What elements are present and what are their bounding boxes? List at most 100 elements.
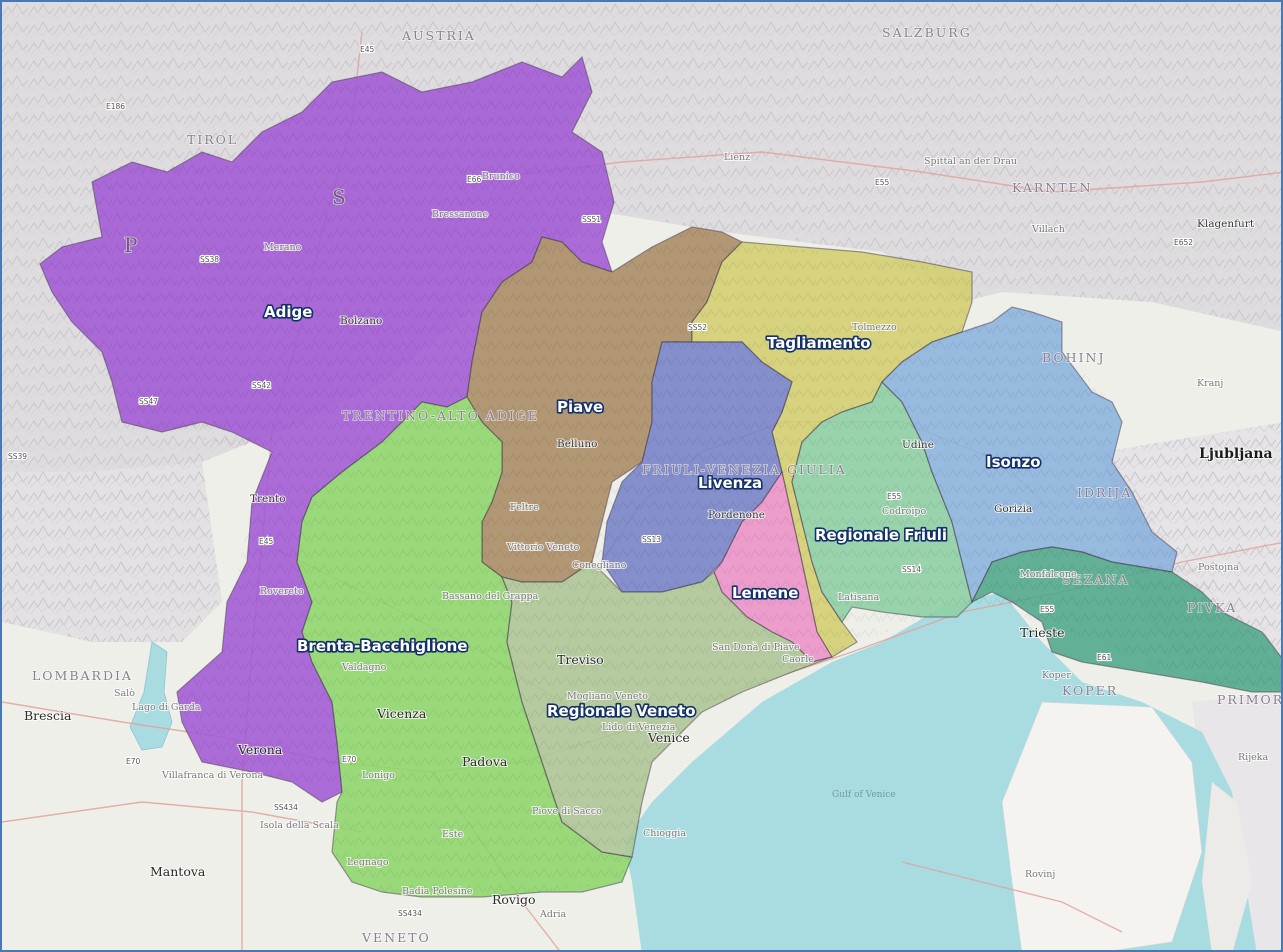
svg-text:E55: E55	[887, 492, 902, 501]
label-villafranca: Villafranca di Verona	[161, 770, 263, 781]
road-badges: E45 E66 SS51 SS38 SS42 SS47 SS52 SS13 SS…	[7, 44, 1194, 919]
label-rovereto: Rovereto	[260, 586, 304, 597]
label-monfalcone: Monfalcone	[1020, 569, 1077, 580]
label-rovinj: Rovinj	[1025, 869, 1055, 880]
label-pivka: PIVKA	[1187, 600, 1237, 615]
label-friuli-vg: FRIULI-VENEZIA GIULIA	[642, 462, 847, 477]
svg-text:SS434: SS434	[274, 803, 298, 812]
label-belluno: Belluno	[557, 438, 598, 450]
svg-text:SS42: SS42	[252, 381, 271, 390]
label-san-dona: San Donà di Piave	[712, 642, 800, 653]
label-rijeka: Rijeka	[1238, 752, 1269, 763]
label-ljubljana: Ljubljana	[1199, 446, 1273, 462]
label-brescia: Brescia	[24, 708, 72, 723]
label-merano: Merano	[264, 242, 302, 253]
label-austria: AUSTRIA	[401, 28, 476, 43]
svg-text:SS434: SS434	[398, 909, 422, 918]
label-piove: Piove di Sacco	[532, 806, 602, 817]
basin-label-lemene: Lemene	[732, 584, 798, 602]
label-koper: Koper	[1042, 670, 1071, 681]
label-conegliano: Conegliano	[572, 560, 627, 571]
label-trentino: TRENTINO-ALTO ADIGE	[342, 408, 539, 423]
label-padova: Padova	[462, 754, 508, 769]
label-mantova: Mantova	[150, 864, 206, 879]
label-chioggia: Chioggia	[643, 828, 686, 839]
svg-text:SS51: SS51	[582, 215, 601, 224]
label-rovigo: Rovigo	[492, 892, 536, 907]
label-udine: Udine	[902, 439, 934, 451]
label-gulf-venice: Gulf of Venice	[832, 790, 896, 800]
label-vittorio: Vittorio Veneto	[506, 542, 580, 553]
label-pordenone: Pordenone	[708, 509, 765, 521]
label-lido: Lido di Venezia	[602, 722, 676, 733]
label-mogliano: Mogliano Veneto	[567, 691, 648, 702]
svg-text:E70: E70	[342, 755, 357, 764]
label-badia: Badia Polesine	[402, 886, 473, 897]
basin-label-regionale-veneto: Regionale Veneto	[547, 702, 696, 720]
label-adria: Adria	[539, 909, 567, 920]
svg-text:SS39: SS39	[8, 452, 27, 461]
label-gorizia: Gorizia	[994, 503, 1032, 515]
label-codroipo: Codroipo	[882, 506, 926, 517]
svg-text:E45: E45	[259, 537, 274, 546]
label-trento: Trento	[250, 493, 286, 505]
svg-text:E70: E70	[126, 757, 141, 766]
svg-text:E55: E55	[1040, 605, 1055, 614]
svg-text:SS38: SS38	[200, 255, 219, 264]
svg-text:E55: E55	[875, 178, 890, 187]
label-karnten: KARNTEN	[1012, 180, 1093, 195]
label-lonigo: Lonigo	[362, 770, 395, 781]
label-bressanone: Bressanone	[432, 209, 489, 220]
label-postojna: Postojna	[1198, 562, 1239, 573]
svg-text:E66: E66	[467, 175, 482, 184]
basin-label-brenta-bacchiglione: Brenta-Bacchiglione	[297, 637, 468, 655]
label-venice: Venice	[647, 730, 690, 745]
label-letter-s: S	[332, 185, 347, 209]
basin-labels: Adige Piave Tagliamento Livenza Isonzo R…	[262, 301, 1042, 721]
label-vicenza: Vicenza	[376, 706, 427, 721]
basin-label-tagliamento: Tagliamento	[767, 334, 871, 352]
label-bassano: Bassano del Grappa	[442, 591, 539, 602]
lake-garda	[129, 641, 173, 751]
label-bohinj: BOHINJ	[1042, 350, 1105, 365]
label-tirol: TIROL	[187, 132, 238, 147]
svg-text:E652: E652	[1174, 238, 1193, 247]
label-idrija: IDRIJA	[1077, 485, 1132, 500]
basin-label-regionale-friuli: Regionale Friuli	[815, 526, 947, 544]
label-klagenfurt: Klagenfurt	[1197, 218, 1255, 230]
label-spittal: Spittal an der Drau	[924, 156, 1017, 167]
label-trieste: Trieste	[1020, 625, 1065, 640]
label-isola: Isola della Scala	[260, 820, 339, 831]
label-veneto: VENETO	[361, 930, 431, 945]
svg-text:SS52: SS52	[688, 323, 707, 332]
label-treviso: Treviso	[557, 652, 604, 667]
basin-label-piave: Piave	[557, 398, 603, 416]
label-caorle: Caorle	[782, 654, 814, 665]
label-feltre: Feltre	[510, 502, 539, 513]
label-brunico: Brunico	[482, 171, 520, 182]
label-bolzano: Bolzano	[340, 315, 382, 327]
label-lienz: Lienz	[724, 152, 750, 163]
label-tolmezzo: Tolmezzo	[852, 322, 897, 333]
svg-text:E45: E45	[360, 45, 375, 54]
svg-text:SS13: SS13	[642, 535, 661, 544]
svg-text:E186: E186	[106, 102, 125, 111]
label-primorsko: PRIMORSKO-GORANSKA ŽUPANIJA	[1217, 692, 1283, 707]
place-labels: Klagenfurt Villach Spittal an der Drau L…	[23, 151, 1274, 921]
svg-text:SS47: SS47	[139, 397, 158, 406]
basin-label-adige: Adige	[264, 303, 312, 321]
label-lombardia: LOMBARDIA	[32, 668, 133, 683]
label-lago-garda: Lago di Garda	[132, 702, 201, 713]
label-latisana: Latisana	[838, 592, 879, 603]
label-salzburg: SALZBURG	[882, 25, 972, 40]
label-este: Este	[442, 829, 464, 840]
svg-text:SS14: SS14	[902, 565, 921, 574]
region-labels: AUSTRIA SALZBURG KARNTEN TIROL S P TRENT…	[31, 24, 1283, 946]
label-kranj: Kranj	[1197, 378, 1223, 389]
label-salo: Salò	[114, 688, 135, 699]
label-letter-p: P	[124, 233, 138, 257]
label-villach: Villach	[1031, 224, 1065, 235]
label-verona: Verona	[237, 742, 283, 757]
